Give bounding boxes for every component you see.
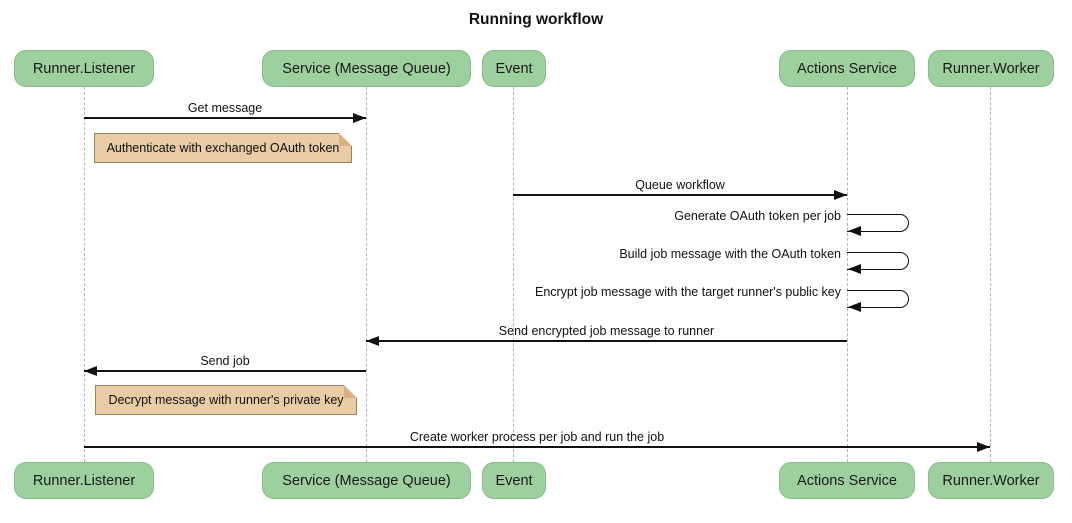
- message-label-create-worker: Create worker process per job and run th…: [409, 430, 665, 444]
- message-line-queue-workflow: [513, 194, 847, 196]
- participant-top-actions-service: Actions Service: [779, 50, 915, 87]
- note-decrypt: Decrypt message with runner's private ke…: [95, 385, 357, 415]
- arrowhead-left-icon: [848, 226, 861, 236]
- message-label-build-job-message: Build job message with the OAuth token: [619, 247, 841, 261]
- message-label-generate-oauth: Generate OAuth token per job: [674, 209, 841, 223]
- participant-bottom-runner-worker: Runner.Worker: [928, 462, 1054, 499]
- diagram-title: Running workflow: [468, 11, 604, 28]
- participant-bottom-service-message-queue: Service (Message Queue): [262, 462, 471, 499]
- arrowhead-right-icon: [977, 442, 990, 452]
- lifeline-runner-listener: [84, 87, 85, 462]
- arrowhead-left-icon: [848, 302, 861, 312]
- note-authenticate: Authenticate with exchanged OAuth token: [94, 133, 352, 163]
- arrowhead-right-icon: [834, 190, 847, 200]
- self-loop-line: [847, 290, 909, 308]
- participant-top-runner-listener: Runner.Listener: [14, 50, 154, 87]
- arrowhead-left-icon: [84, 366, 97, 376]
- participant-top-event: Event: [482, 50, 546, 87]
- self-loop-line: [847, 214, 909, 232]
- message-label-send-encrypted: Send encrypted job message to runner: [498, 324, 715, 338]
- message-label-send-job: Send job: [200, 354, 250, 368]
- message-label-get-message: Get message: [187, 101, 263, 115]
- message-line-send-encrypted: [366, 340, 847, 342]
- arrowhead-left-icon: [366, 336, 379, 346]
- participant-bottom-event: Event: [482, 462, 546, 499]
- participant-top-runner-worker: Runner.Worker: [928, 50, 1054, 87]
- message-label-encrypt-job-message: Encrypt job message with the target runn…: [534, 285, 841, 299]
- lifeline-event: [513, 87, 514, 462]
- self-loop-line: [847, 252, 909, 270]
- arrowhead-left-icon: [848, 264, 861, 274]
- participant-bottom-actions-service: Actions Service: [779, 462, 915, 499]
- message-label-queue-workflow: Queue workflow: [635, 178, 725, 192]
- lifeline-service-message-queue: [366, 87, 367, 462]
- arrowhead-right-icon: [353, 113, 366, 123]
- message-line-get-message: [84, 117, 366, 119]
- participant-top-service-message-queue: Service (Message Queue): [262, 50, 471, 87]
- lifeline-runner-worker: [990, 87, 991, 462]
- message-line-create-worker: [84, 446, 990, 448]
- message-line-send-job: [84, 370, 366, 372]
- participant-bottom-runner-listener: Runner.Listener: [14, 462, 154, 499]
- lifeline-actions-service: [847, 87, 848, 462]
